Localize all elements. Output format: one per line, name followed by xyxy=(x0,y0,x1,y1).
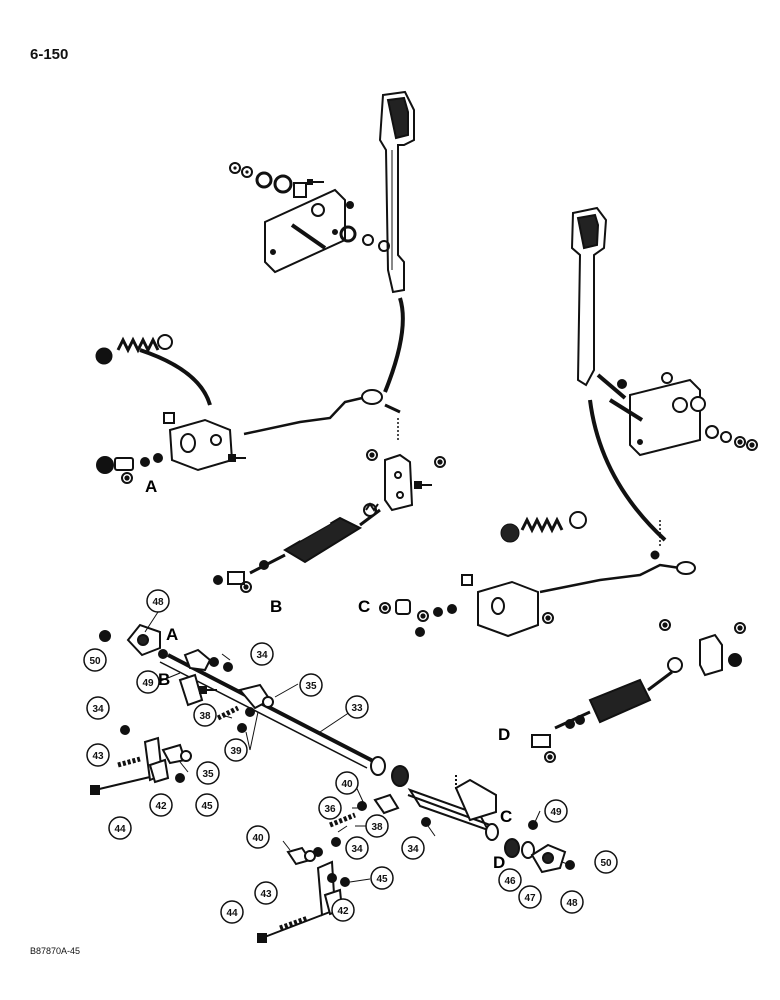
left-spring xyxy=(95,334,212,406)
svg-text:34: 34 xyxy=(256,650,268,661)
right-spring xyxy=(500,511,587,543)
callout-50-left: 50 xyxy=(83,648,107,672)
callout-45-b: 45 xyxy=(370,866,394,890)
callout-40-b: 40 xyxy=(246,825,270,849)
left-mounting-plate xyxy=(264,188,346,274)
svg-text:34: 34 xyxy=(407,844,419,855)
label-b-lower: B xyxy=(158,670,170,689)
label-a-lower: A xyxy=(166,625,178,644)
svg-text:49: 49 xyxy=(142,678,154,689)
left-damper xyxy=(213,502,381,593)
bracket-a-assembly xyxy=(96,412,247,484)
right-control-lever xyxy=(570,206,608,387)
svg-text:35: 35 xyxy=(305,681,317,692)
right-lever-link xyxy=(539,399,696,594)
bracket-c-assembly xyxy=(379,574,554,638)
figure-code: B87870A-45 xyxy=(30,946,81,956)
label-c-lower: C xyxy=(500,807,512,826)
upper-bracket xyxy=(366,449,446,512)
callout-46: 46 xyxy=(498,868,522,892)
callout-34-a: 34 xyxy=(250,642,274,666)
callout-48-right: 48 xyxy=(560,890,584,914)
callout-42-a: 42 xyxy=(149,793,173,817)
callout-34-d: 34 xyxy=(401,836,425,860)
svg-text:48: 48 xyxy=(566,898,578,909)
label-a-upper: A xyxy=(145,477,157,496)
svg-text:36: 36 xyxy=(324,804,336,815)
callout-35-a: 35 xyxy=(299,673,323,697)
callout-50-right: 50 xyxy=(594,850,618,874)
callout-38-b: 38 xyxy=(365,814,389,838)
label-d-upper: D xyxy=(498,725,510,744)
svg-text:33: 33 xyxy=(351,703,363,714)
svg-text:45: 45 xyxy=(376,874,388,885)
svg-text:44: 44 xyxy=(114,824,126,835)
callout-49-left: 49 xyxy=(136,670,160,694)
callout-34-b: 34 xyxy=(86,696,110,720)
right-mounting-plate xyxy=(596,372,758,457)
svg-text:43: 43 xyxy=(260,889,272,900)
svg-text:40: 40 xyxy=(252,833,264,844)
callout-40-a: 40 xyxy=(335,771,359,795)
svg-text:34: 34 xyxy=(92,704,104,715)
svg-text:35: 35 xyxy=(202,769,214,780)
callout-48-left: 48 xyxy=(146,589,170,613)
label-b-upper: B xyxy=(270,597,282,616)
svg-text:38: 38 xyxy=(371,822,383,833)
svg-text:48: 48 xyxy=(152,597,164,608)
leader-lines xyxy=(144,611,571,906)
callouts: 48 50 49 34 35 33 38 39 34 43 35 42 45 4… xyxy=(83,589,618,924)
callout-42-b: 42 xyxy=(331,898,355,922)
callout-35-b: 35 xyxy=(196,761,220,785)
svg-text:44: 44 xyxy=(226,908,238,919)
svg-text:42: 42 xyxy=(155,801,167,812)
callout-43-b: 43 xyxy=(254,881,278,905)
page-number: 6-150 xyxy=(30,46,69,63)
left-lower-arm xyxy=(90,725,192,795)
svg-text:50: 50 xyxy=(89,656,101,667)
svg-text:34: 34 xyxy=(351,844,363,855)
left-control-lever xyxy=(378,90,415,294)
callout-44-a: 44 xyxy=(108,816,132,840)
callout-36: 36 xyxy=(318,796,342,820)
callout-34-c: 34 xyxy=(345,836,369,860)
svg-text:45: 45 xyxy=(201,801,213,812)
svg-text:42: 42 xyxy=(337,906,349,917)
right-shaft-end xyxy=(504,820,575,874)
svg-text:49: 49 xyxy=(550,807,562,818)
callout-49-right: 49 xyxy=(544,799,568,823)
svg-text:43: 43 xyxy=(92,751,104,762)
callout-45-a: 45 xyxy=(195,793,219,817)
svg-text:40: 40 xyxy=(341,779,353,790)
callout-47: 47 xyxy=(518,885,542,909)
callout-38-a: 38 xyxy=(193,703,217,727)
svg-text:38: 38 xyxy=(199,711,211,722)
callout-39: 39 xyxy=(224,738,248,762)
label-c-upper: C xyxy=(358,597,370,616)
label-d-lower: D xyxy=(493,853,505,872)
main-shaft xyxy=(159,653,499,841)
left-lever-link xyxy=(243,297,405,440)
right-damper xyxy=(531,619,746,763)
svg-text:50: 50 xyxy=(600,858,612,869)
callout-33: 33 xyxy=(345,695,369,719)
callout-44-b: 44 xyxy=(220,900,244,924)
left-shaft-end xyxy=(99,623,274,733)
svg-text:47: 47 xyxy=(524,893,536,904)
left-lever-hardware xyxy=(229,162,390,252)
svg-text:39: 39 xyxy=(230,746,242,757)
callout-43-a: 43 xyxy=(86,743,110,767)
svg-text:46: 46 xyxy=(504,876,516,887)
